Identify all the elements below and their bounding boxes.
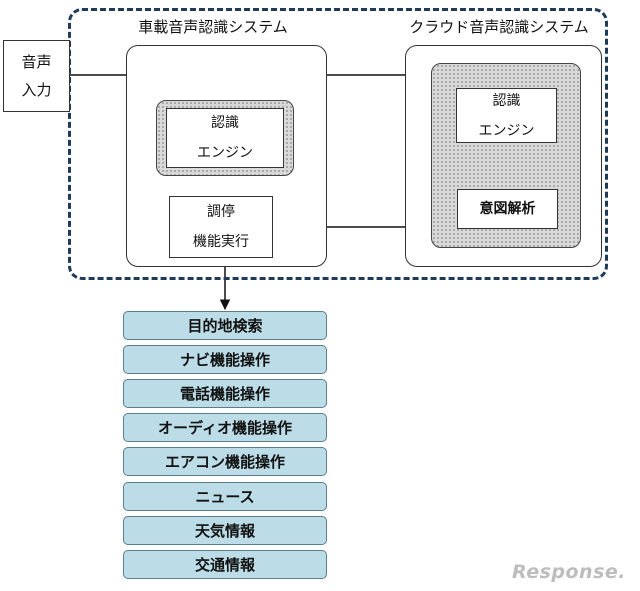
intent-analysis-box: 意図解析	[457, 189, 558, 229]
cloud-engine-box: 認識 エンジン	[456, 88, 557, 143]
onboard-engine-label-1: 認識	[211, 115, 239, 131]
onboard-system-title: 車載音声認識システム	[138, 18, 288, 36]
function-item-weather: 天気情報	[123, 516, 327, 545]
cloud-engine-label-2: エンジン	[478, 122, 535, 139]
executor-label-1: 調停	[207, 204, 235, 220]
onboard-engine-box: 認識 エンジン	[166, 108, 284, 168]
function-item-traffic: 交通情報	[123, 550, 327, 579]
function-item-audio-operation: オーディオ機能操作	[123, 413, 327, 442]
onboard-engine-label-2: エンジン	[197, 145, 253, 161]
intent-analysis-label: 意図解析	[479, 201, 536, 217]
voice-input-label-2: 入力	[21, 81, 52, 99]
function-item-destination-search: 目的地検索	[123, 311, 327, 340]
executor-label-2: 機能実行	[193, 234, 249, 250]
system-boundary	[68, 8, 608, 280]
function-item-news: ニュース	[123, 482, 327, 511]
cloud-system-title: クラウド音声認識システム	[409, 18, 589, 36]
function-item-aircon-operation: エアコン機能操作	[123, 447, 327, 476]
function-item-phone-operation: 電話機能操作	[123, 379, 327, 408]
response-logo: Response.	[512, 561, 626, 583]
function-item-navi-operation: ナビ機能操作	[123, 345, 327, 374]
voice-input-box: 音声 入力	[3, 40, 70, 112]
cloud-engine-label-1: 認識	[492, 92, 521, 109]
executor-box: 調停 機能実行	[169, 196, 273, 258]
voice-input-label-1: 音声	[21, 53, 52, 71]
